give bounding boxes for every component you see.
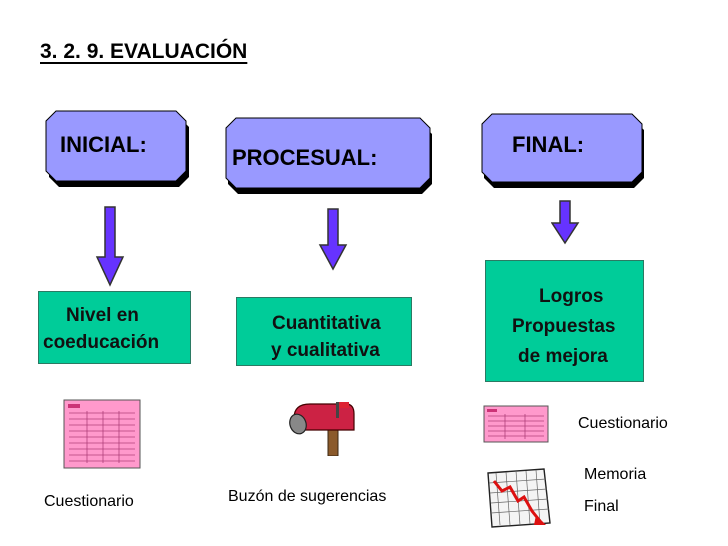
result-line: de mejora (518, 346, 608, 367)
octagon-shape (481, 113, 644, 188)
result-line: y cualitativa (271, 340, 380, 361)
result-box-procesual: Cuantitativa y cualitativa (236, 297, 412, 366)
tool-label-cuestionario-final: Cuestionario (578, 415, 668, 432)
result-line: Propuestas (512, 316, 616, 337)
page-title: 3. 2. 9. EVALUACIÓN (40, 40, 248, 63)
questionnaire-icon (63, 399, 141, 469)
mailbox-icon (289, 402, 355, 456)
questionnaire-icon (483, 405, 549, 443)
stage-box-procesual: PROCESUAL: (222, 117, 434, 195)
down-arrow-icon (318, 208, 348, 271)
stage-label: PROCESUAL: (232, 145, 378, 170)
octagon-shape (45, 110, 189, 187)
stage-box-inicial: INICIAL: (42, 110, 190, 188)
result-box-inicial: Nivel en coeducación (38, 291, 191, 364)
tool-label-buzon: Buzón de sugerencias (228, 488, 387, 505)
declining-chart-icon (487, 468, 551, 528)
result-line: Cuantitativa (272, 313, 381, 334)
result-line: Nivel en (66, 305, 139, 326)
result-line: Logros (539, 286, 604, 307)
tool-label-cuestionario-inicial: Cuestionario (44, 493, 134, 510)
result-line: coeducación (43, 332, 160, 353)
tool-label-final: Final (584, 498, 619, 515)
stage-label: INICIAL: (60, 132, 147, 157)
stage-box-final: FINAL: (478, 113, 646, 189)
octagon-shape (225, 117, 432, 194)
down-arrow-icon (95, 206, 125, 287)
stage-label: FINAL: (512, 132, 585, 157)
tool-label-memoria: Memoria (584, 466, 647, 483)
down-arrow-icon (551, 200, 580, 245)
result-box-final: Logros Propuestas de mejora (485, 260, 644, 382)
